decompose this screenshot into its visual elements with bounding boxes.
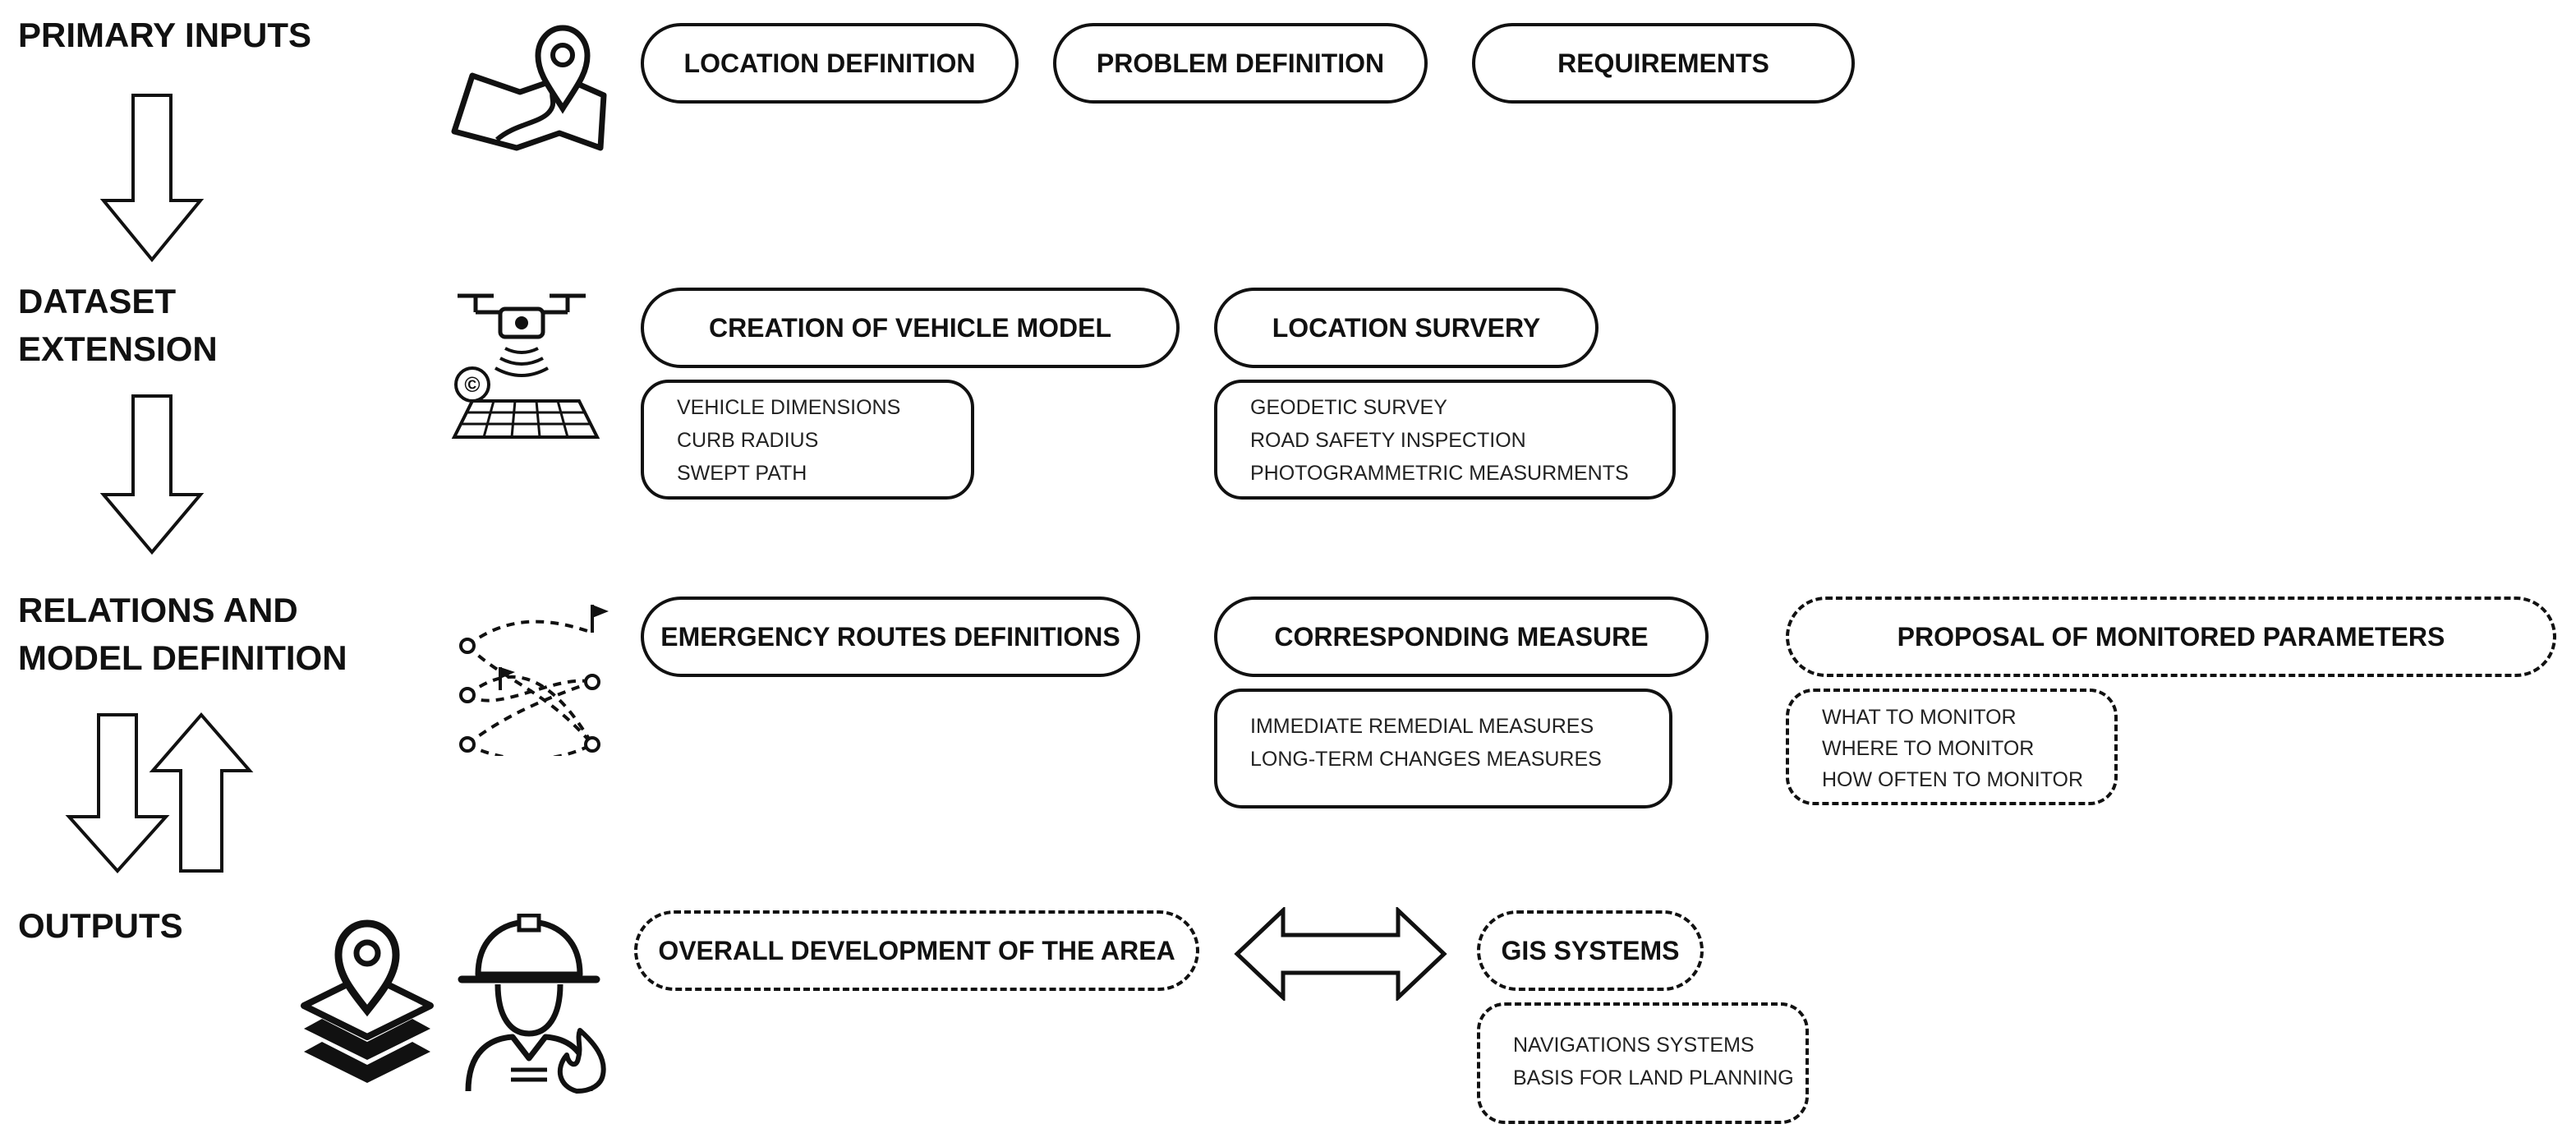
detail-item: CURB RADIUS [677, 429, 819, 452]
pill-location-definition: LOCATION DEFINITION [641, 23, 1019, 104]
detail-item: PHOTOGRAMMETRIC MEASURMENTS [1250, 462, 1629, 485]
down-arrow-1 [99, 94, 205, 263]
map-pin-icon [451, 25, 607, 151]
detail-item: VEHICLE DIMENSIONS [677, 396, 901, 419]
stage-label-dataset-line2: EXTENSION [18, 329, 218, 368]
up-arrow [149, 712, 254, 873]
stage-label-relations-line2: MODEL DEFINITION [18, 638, 347, 677]
stage-label-relations-line1: RELATIONS AND [18, 591, 298, 629]
down-arrow-2 [99, 394, 205, 555]
detail-item: ROAD SAFETY INSPECTION [1250, 429, 1526, 452]
detail-item: NAVIGATIONS SYSTEMS [1513, 1034, 1755, 1057]
box-measure-details: IMMEDIATE REMEDIAL MEASURES LONG-TERM CH… [1214, 689, 1672, 808]
stage-label-dataset-line1: DATASET [18, 282, 177, 320]
pill-requirements: REQUIREMENTS [1472, 23, 1855, 104]
svg-text:©: © [464, 372, 480, 397]
pill-proposal-of-monitored-parameters: PROPOSAL OF MONITORED PARAMETERS [1786, 597, 2556, 677]
pill-creation-of-vehicle-model: CREATION OF VEHICLE MODEL [641, 288, 1180, 368]
box-gis-details: NAVIGATIONS SYSTEMS BASIS FOR LAND PLANN… [1477, 1002, 1809, 1124]
route-network-icon [459, 605, 609, 756]
pill-corresponding-measure: CORRESPONDING MEASURE [1214, 597, 1709, 677]
stage-label-dataset-extension: DATASET EXTENSION [18, 278, 218, 373]
detail-item: WHAT TO MONITOR [1822, 706, 2017, 729]
layers-pin-icon [301, 919, 434, 1083]
pill-emergency-routes-definitions: EMERGENCY ROUTES DEFINITIONS [641, 597, 1140, 677]
box-survey-details: GEODETIC SURVEY ROAD SAFETY INSPECTION P… [1214, 380, 1676, 500]
box-vehicle-details: VEHICLE DIMENSIONS CURB RADIUS SWEPT PAT… [641, 380, 974, 500]
drone-survey-icon: © [451, 293, 600, 439]
pill-overall-development-of-the-area: OVERALL DEVELOPMENT OF THE AREA [634, 910, 1199, 991]
down-arrow-3 [65, 713, 170, 874]
stage-label-outputs: OUTPUTS [18, 906, 183, 945]
pill-location-survery: LOCATION SURVERY [1214, 288, 1598, 368]
detail-item: GEODETIC SURVEY [1250, 396, 1447, 419]
detail-item: SWEPT PATH [677, 462, 807, 485]
detail-item: LONG-TERM CHANGES MEASURES [1250, 748, 1602, 771]
detail-item: IMMEDIATE REMEDIAL MEASURES [1250, 715, 1594, 738]
detail-item: BASIS FOR LAND PLANNING [1513, 1066, 1794, 1089]
stage-label-relations: RELATIONS AND MODEL DEFINITION [18, 587, 347, 682]
stage-label-primary-inputs: PRIMARY INPUTS [18, 16, 312, 54]
double-arrow [1234, 907, 1447, 1001]
detail-item: HOW OFTEN TO MONITOR [1822, 768, 2084, 791]
firefighter-icon [458, 914, 606, 1094]
box-monitor-details: WHAT TO MONITOR WHERE TO MONITOR HOW OFT… [1786, 689, 2118, 805]
pill-gis-systems: GIS SYSTEMS [1477, 910, 1704, 991]
detail-item: WHERE TO MONITOR [1822, 737, 2035, 760]
pill-problem-definition: PROBLEM DEFINITION [1053, 23, 1428, 104]
